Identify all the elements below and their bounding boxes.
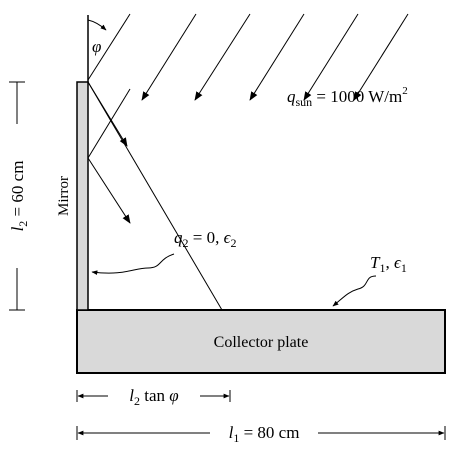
sun-ray [353,13,409,101]
plate-condition-label: T1, ϵ1 [370,253,407,275]
reflected-rays [87,81,223,311]
phi-symbol: φ [92,37,101,56]
plate-leader [332,275,377,307]
collector-label: Collector plate [214,334,309,351]
sun-ray [303,13,359,101]
sun-ray [249,13,305,101]
sun-ray [87,13,131,81]
sun-flux-label: qsun = 1000 W/m2 [287,85,408,109]
sun-rays [87,13,409,101]
l1-dimension-label: l1 = 80 cm [229,423,300,445]
l2-dimension-label: l2 = 60 cm [8,161,30,232]
mirror [76,81,89,311]
mirror-condition-label: q2 = 0, ϵ2 [174,228,236,250]
phi-angle-arc [87,19,107,31]
sun-ray [141,13,197,101]
incoming-ray-lower [87,88,131,159]
shadow-boundary-line [87,81,223,311]
reflected-ray-lower [87,157,131,224]
mirror-label: Mirror [56,176,72,216]
collector-plate [76,309,446,374]
mirror-leader [91,253,175,276]
shadow-dimension-label: l2 tan φ [129,386,178,408]
sun-ray [194,13,251,101]
